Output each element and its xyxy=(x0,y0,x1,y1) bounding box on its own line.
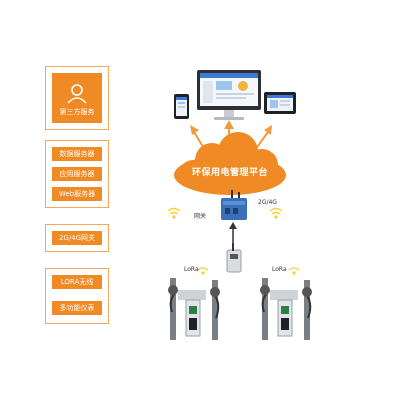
gateway-button[interactable]: 2G/4G网关 xyxy=(52,231,102,245)
lora-wifi-icon-left xyxy=(197,267,209,275)
meter-button[interactable]: 多功能仪表 xyxy=(52,301,102,315)
gateway-label: 网关 xyxy=(194,213,207,220)
third-party-tile[interactable]: 第三方服务 xyxy=(52,73,102,123)
platform-title: 环保用电管理平台 xyxy=(191,168,268,178)
third-party-label: 第三方服务 xyxy=(59,108,95,116)
lora-wireless-button[interactable]: LORA无线 xyxy=(52,275,102,289)
tablet-icon xyxy=(264,92,296,114)
smartphone-icon xyxy=(174,94,189,119)
cloud-shape xyxy=(174,132,286,195)
third-party-panel: 第三方服务 xyxy=(45,66,109,130)
meter-assembly-left xyxy=(168,278,220,340)
gateway-panel: 2G/4G网关 xyxy=(45,224,109,252)
network-label: 2G/4G xyxy=(258,199,277,206)
lora-module-icon xyxy=(226,243,242,273)
device-panel: LORA无线 多功能仪表 xyxy=(45,268,109,324)
lora-wifi-icon-right xyxy=(288,267,300,275)
data-server-button[interactable]: 数据服务器 xyxy=(52,147,102,161)
user-icon xyxy=(67,84,87,104)
gateway-device-icon xyxy=(221,190,247,220)
server-panel: 数据服务器 应用服务器 Web服务器 xyxy=(45,140,109,208)
lora-label-left: LoRa xyxy=(184,266,199,273)
app-server-button[interactable]: 应用服务器 xyxy=(52,167,102,181)
uplink-arrow xyxy=(229,222,237,244)
wifi-icon-right xyxy=(269,207,283,219)
lora-label-right: LoRa xyxy=(272,266,287,273)
desktop-monitor-icon xyxy=(197,70,261,120)
meter-assembly-right xyxy=(260,278,312,340)
web-server-button[interactable]: Web服务器 xyxy=(52,187,102,201)
wifi-icon-left xyxy=(167,207,181,219)
